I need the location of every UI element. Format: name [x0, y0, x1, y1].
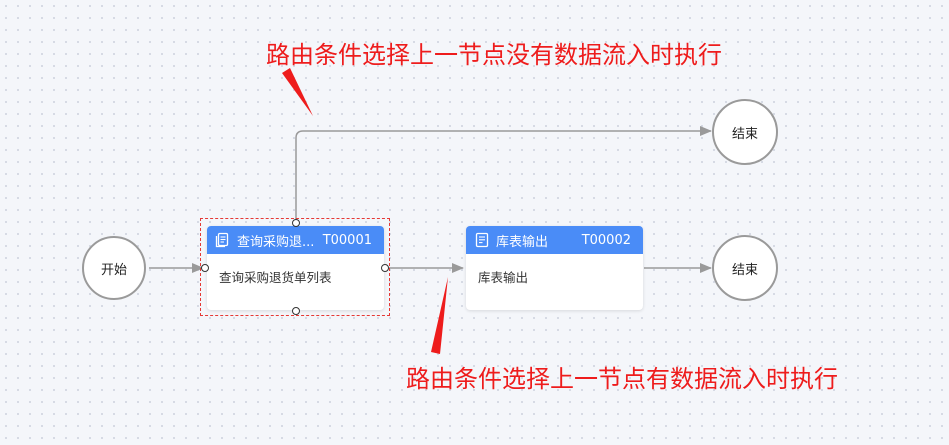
start-node-label: 开始 — [100, 262, 127, 278]
task-node-t00002[interactable]: 库表输出 T00002 库表输出 — [466, 226, 643, 310]
end-node-bottom-label: 结束 — [731, 262, 758, 278]
task-node-header[interactable]: 查询采购退... T00001 — [207, 226, 384, 254]
end-node-top-label: 结束 — [731, 126, 758, 142]
annotation-arrow-bottom — [431, 277, 448, 354]
task-node-title: 查询采购退... — [237, 234, 315, 250]
task-node-title: 库表输出 — [496, 234, 549, 250]
annotation-bottom: 路由条件选择上一节点有数据流入时执行 — [406, 365, 838, 393]
edge-task1-to-end-top[interactable] — [295, 126, 712, 223]
task-node-body: 库表输出 — [478, 270, 529, 285]
document-icon — [215, 232, 229, 248]
task-node-body: 查询采购退货单列表 — [219, 270, 332, 285]
document-list-icon — [475, 232, 489, 248]
task-node-t00001[interactable]: 查询采购退... T00001 查询采购退货单列表 — [207, 226, 384, 310]
annotation-arrow-top — [282, 68, 313, 116]
task-node-header[interactable]: 库表输出 T00002 — [466, 226, 643, 254]
annotation-top: 路由条件选择上一节点没有数据流入时执行 — [266, 41, 722, 69]
port-left[interactable] — [201, 264, 209, 272]
task-node-code: T00001 — [322, 232, 372, 248]
end-node-bottom[interactable]: 结束 — [712, 235, 778, 301]
port-bottom[interactable] — [292, 307, 300, 315]
start-node[interactable]: 开始 — [82, 236, 146, 300]
selection-box — [200, 218, 390, 316]
port-right[interactable] — [381, 264, 389, 272]
task-node-code: T00002 — [581, 232, 631, 248]
port-top[interactable] — [292, 219, 300, 227]
end-node-top[interactable]: 结束 — [712, 99, 778, 165]
